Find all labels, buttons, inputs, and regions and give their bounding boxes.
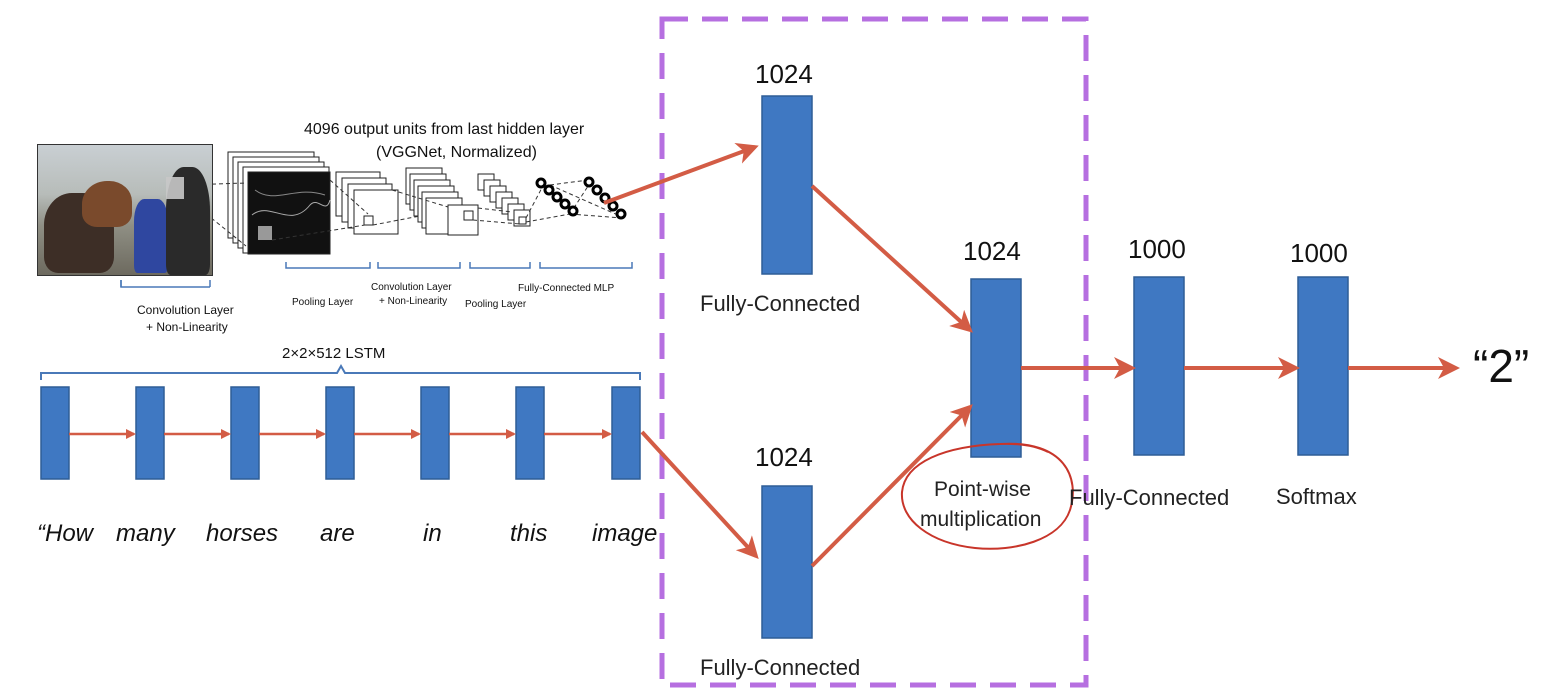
- softmax-dim: 1000: [1290, 238, 1348, 268]
- pointwise-dim: 1024: [963, 236, 1021, 266]
- question-word-2: many: [116, 520, 175, 547]
- conv1-label-line1: Convolution Layer: [137, 303, 234, 317]
- annotation-circle: [900, 442, 1074, 550]
- answer-output: “2”: [1473, 340, 1530, 392]
- input-image: [37, 144, 213, 276]
- conv1-label-line2: + Non-Linearity: [146, 320, 228, 334]
- question-word-4: are: [320, 520, 355, 547]
- lstm-label: 2×2×512 LSTM: [282, 345, 386, 362]
- conv2-stack: [405, 167, 479, 236]
- lstm-cell-4: [325, 386, 355, 480]
- cnn-output-caption-line2: (VGGNet, Normalized): [376, 144, 537, 161]
- lstm-cell-1: [40, 386, 70, 480]
- cnn-to-top-fc-arrow: [603, 142, 759, 205]
- top-fc-to-pointwise-arrow: [810, 184, 973, 333]
- bottom-fc-block: [761, 485, 813, 639]
- pool1-stack: [335, 171, 399, 235]
- blurred-face: [166, 177, 184, 199]
- lstm-cell-2: [135, 386, 165, 480]
- softmax-label: Softmax: [1276, 484, 1357, 509]
- pool1-label: Pooling Layer: [292, 297, 354, 308]
- lstm-cell-7: [611, 386, 641, 480]
- final-fc-block: [1133, 276, 1185, 456]
- question-word-5: in: [423, 520, 442, 547]
- top-fc-dim: 1024: [755, 59, 813, 89]
- blocks-layer: [40, 95, 1349, 639]
- pointwise-label-line1: Point-wise: [934, 478, 1031, 501]
- final-fc-dim: 1000: [1128, 234, 1186, 264]
- bottom-fc-label: Fully-Connected: [700, 655, 861, 680]
- lstm-brace: [40, 363, 641, 380]
- pointwise-label-line2: multiplication: [920, 508, 1042, 531]
- lstm-cell-5: [420, 386, 450, 480]
- conv1-stack: [227, 151, 331, 255]
- question-word-1: “How: [37, 520, 94, 547]
- softmax-block: [1297, 276, 1349, 456]
- conv2-label-line2: + Non-Linearity: [379, 296, 448, 307]
- mlp-neurons: [535, 176, 627, 220]
- question-word-3: horses: [206, 520, 279, 547]
- lstm-to-bottom-fc-arrow: [640, 430, 759, 559]
- cnn-connection-lines: [183, 179, 623, 247]
- horse-shape: [82, 181, 132, 227]
- pointwise-block: [970, 278, 1022, 458]
- person-shape: [134, 199, 168, 273]
- bottom-fc-dim: 1024: [755, 442, 813, 472]
- lstm-cell-6: [515, 386, 545, 480]
- top-fc-block: [761, 95, 813, 275]
- bottom-fc-to-pointwise-arrow: [810, 404, 973, 568]
- cnn-feature-maps: [183, 151, 627, 255]
- final-fc-label: Fully-Connected: [1069, 485, 1230, 510]
- cnn-braces: [120, 262, 633, 288]
- dashed-highlight-box: [659, 16, 1089, 688]
- top-fc-label: Fully-Connected: [700, 291, 861, 316]
- arrows-layer: [69, 142, 1460, 568]
- mlp-label: Fully-Connected MLP: [518, 283, 615, 294]
- cnn-output-caption-line1: 4096 output units from last hidden layer: [304, 121, 585, 138]
- conv2-label-line1: Convolution Layer: [371, 282, 452, 293]
- pool2-stack: [477, 173, 531, 227]
- lstm-cell-3: [230, 386, 260, 480]
- pool2-label: Pooling Layer: [465, 299, 527, 310]
- question-word-6: this: [510, 520, 548, 547]
- question-word-7: image: [592, 520, 658, 547]
